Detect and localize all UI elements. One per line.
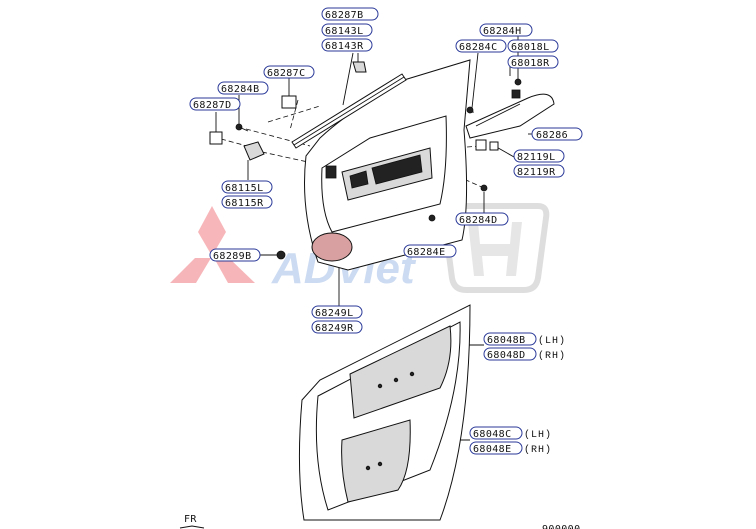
label-68284E: 68284E: [407, 247, 446, 258]
screw-68284b: [235, 123, 249, 132]
screw-68284e: [428, 214, 436, 222]
callout-label-text: 68287B 68143L 68143R 68287C 68284B 68287…: [193, 10, 568, 456]
insulation-68048b: [349, 325, 452, 419]
label-68048E: 68048E: [473, 444, 512, 455]
direction-label: FR: [184, 514, 197, 525]
side-rh-68048D: (RH): [538, 350, 566, 362]
label-68287B: 68287B: [325, 10, 364, 21]
door-trim-panel: [304, 59, 471, 271]
label-82119R: 82119R: [517, 167, 556, 178]
label-68287C: 68287C: [267, 68, 306, 79]
label-68018L: 68018L: [511, 42, 550, 53]
screw-68289b: [276, 250, 286, 260]
label-68284H: 68284H: [483, 26, 522, 37]
label-68286: 68286: [536, 130, 568, 141]
label-68249R: 68249R: [315, 323, 354, 334]
label-68284B: 68284B: [221, 84, 260, 95]
label-68289B: 68289B: [213, 251, 252, 262]
mitsubishi-logo-watermark: [170, 206, 255, 283]
screw-68284c: [466, 106, 474, 114]
clip-82119: [475, 139, 499, 151]
armrest-bracket: [465, 89, 555, 139]
footer-code: 900000: [542, 524, 581, 529]
label-68115L: 68115L: [225, 183, 264, 194]
callout-labels: [189, 7, 583, 455]
label-68048B: 68048B: [487, 335, 526, 346]
label-68284D: 68284D: [459, 215, 498, 226]
insulation-68048c: [341, 419, 411, 503]
label-82119L: 82119L: [517, 152, 556, 163]
clip-68287d: [209, 131, 223, 145]
label-68048D: 68048D: [487, 350, 526, 361]
screw-68284h: [514, 78, 522, 86]
speaker-grille: [311, 232, 353, 262]
side-lh-68048B: (LH): [538, 335, 566, 347]
side-lh-68048C: (LH): [524, 429, 552, 441]
side-rh-68048E: (RH): [524, 444, 552, 456]
front-direction-marker: FR: [179, 514, 205, 529]
clip-68287b: [352, 61, 367, 73]
label-68143L: 68143L: [325, 26, 364, 37]
label-68048C: 68048C: [473, 429, 512, 440]
label-68115R: 68115R: [225, 198, 264, 209]
handle-68115: [243, 141, 265, 161]
label-68018R: 68018R: [511, 58, 550, 69]
label-68287D: 68287D: [193, 100, 232, 111]
label-68249L: 68249L: [315, 308, 354, 319]
label-68284C: 68284C: [459, 42, 498, 53]
weatherstrip: [291, 73, 407, 149]
label-68143R: 68143R: [325, 41, 364, 52]
screw-68284d: [480, 184, 488, 192]
clip-68287c: [281, 95, 297, 109]
